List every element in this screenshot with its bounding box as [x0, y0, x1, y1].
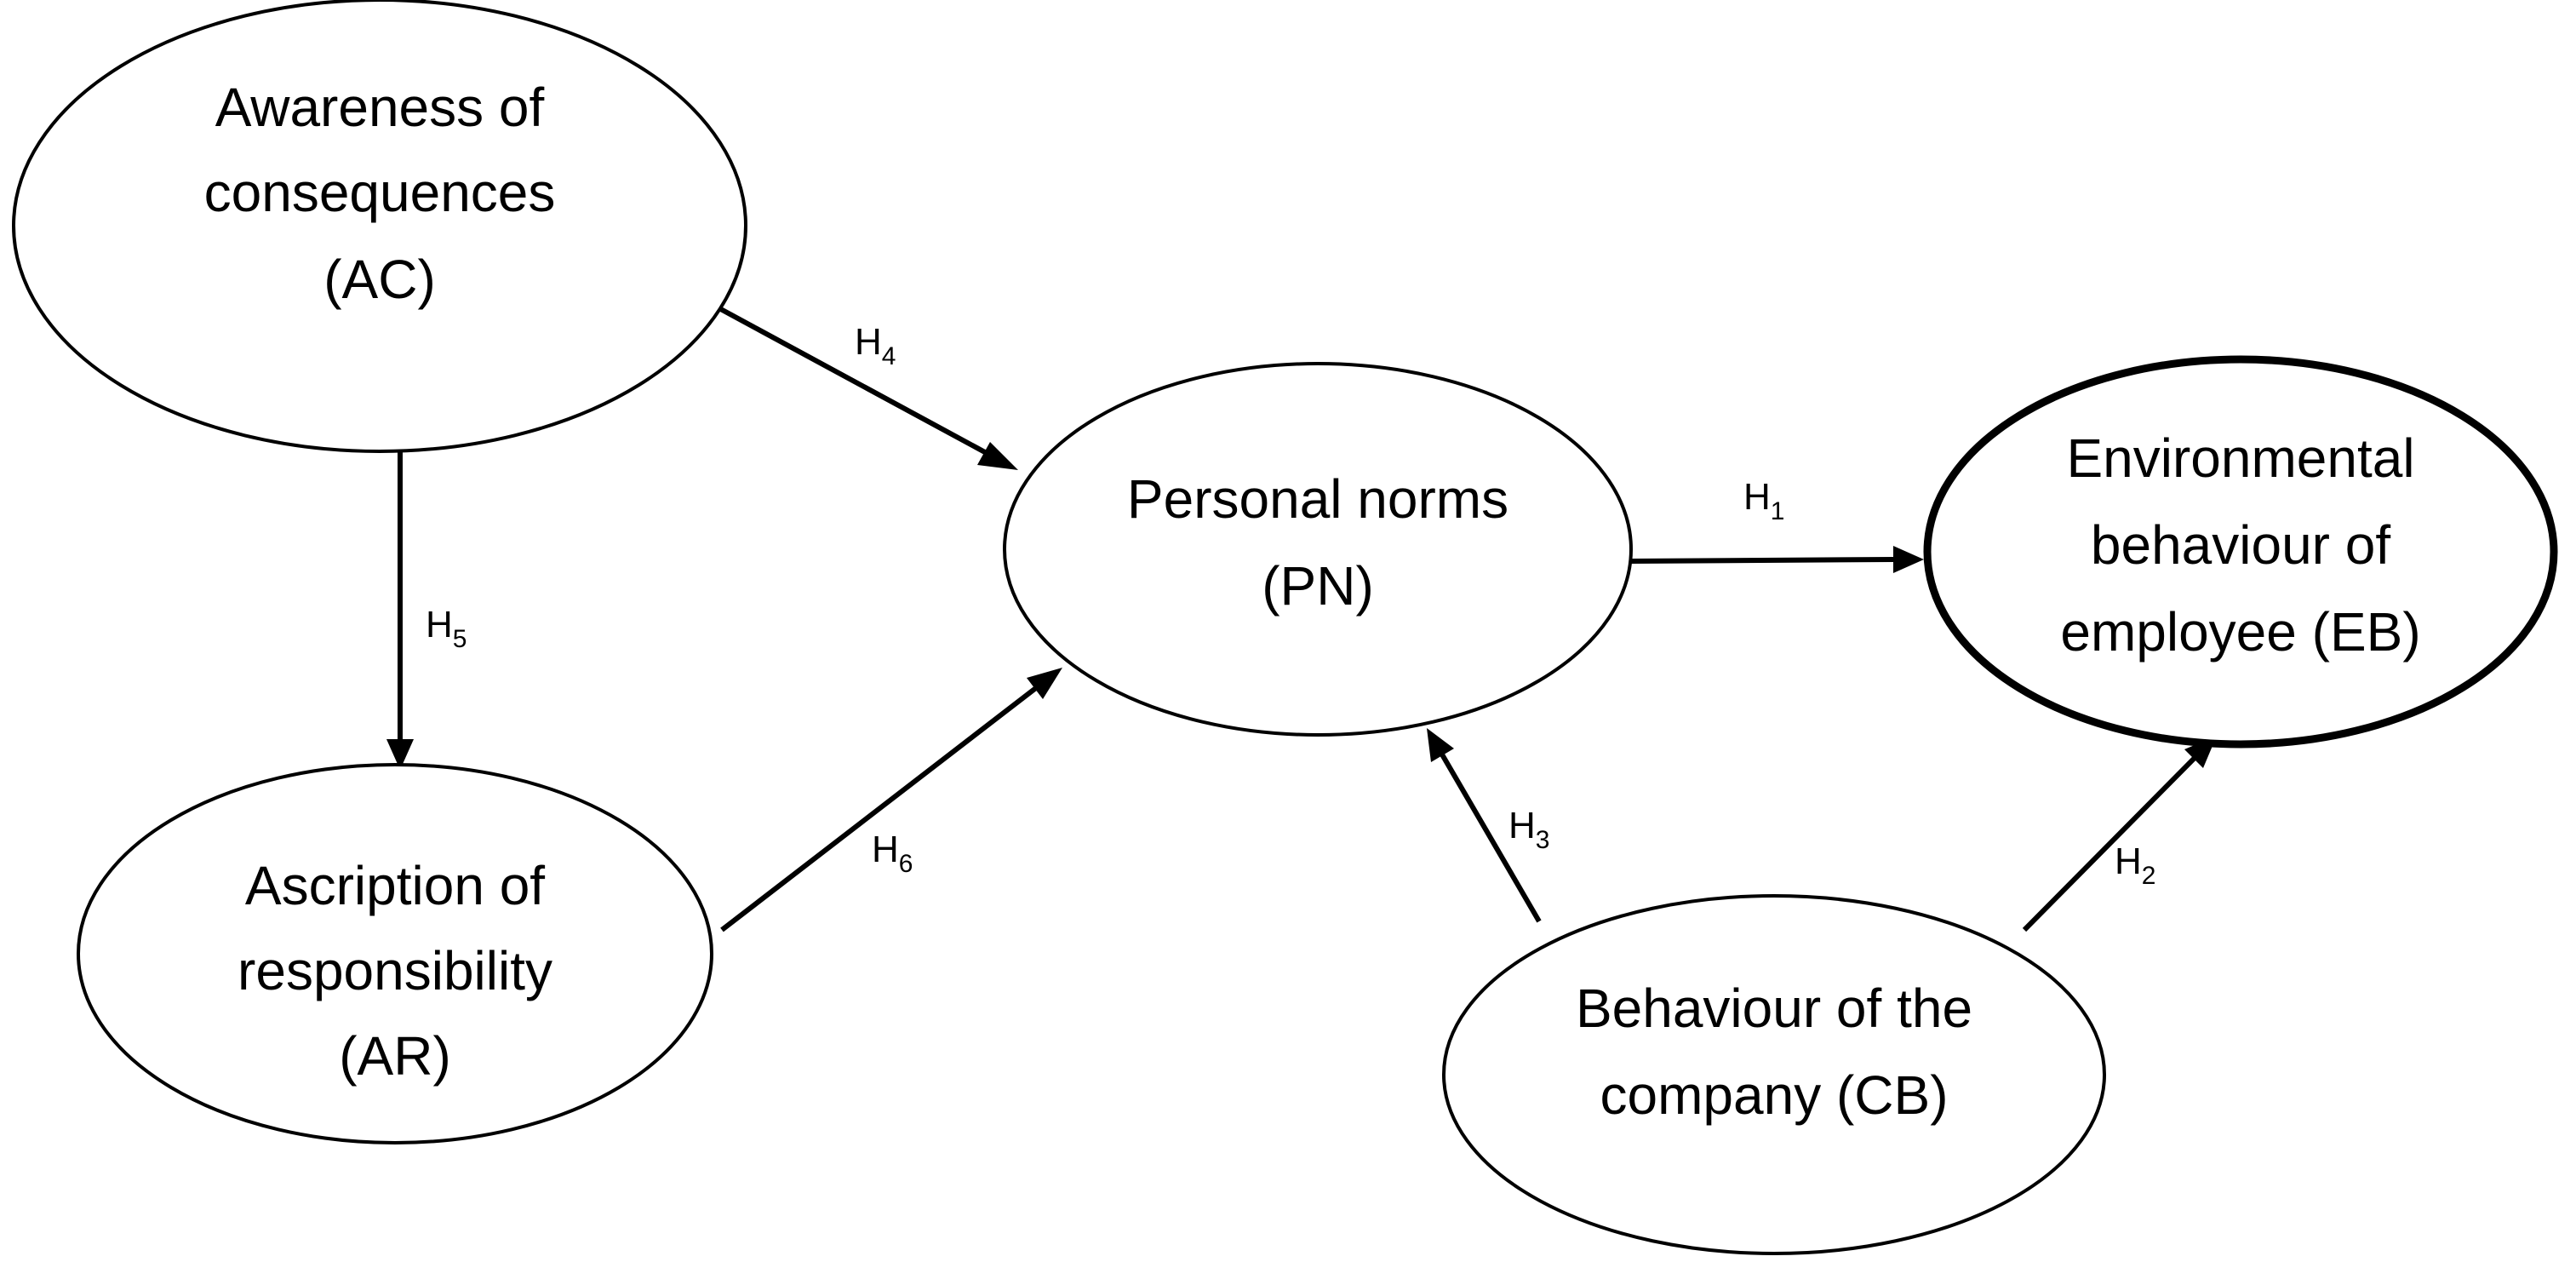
node-ar: Ascription of responsibility (AR)	[77, 763, 713, 1144]
edge-label-h2: H2	[2115, 840, 2155, 890]
node-cb-line-1: Behaviour of the	[1576, 978, 1972, 1039]
edge-pn-eb	[1629, 546, 1924, 573]
node-ac: Awareness of consequences (AC)	[12, 0, 747, 453]
edge-cb-pn	[1427, 728, 1542, 923]
edge-label-h3: H3	[1508, 805, 1549, 854]
node-ac-line-1: Awareness of	[215, 77, 545, 138]
node-ac-ellipse	[12, 0, 747, 453]
node-pn-line-2: (PN)	[1262, 555, 1374, 617]
edge-label-h5: H5	[426, 604, 467, 653]
edge-label-h6: H6	[872, 829, 913, 878]
node-cb: Behaviour of the company (CB)	[1442, 894, 2106, 1255]
edge-ac-ar	[386, 450, 414, 770]
node-ac-line-3: (AC)	[323, 249, 436, 310]
node-pn: Personal norms (PN)	[1003, 362, 1633, 737]
edge-ar-pn	[720, 668, 1062, 932]
node-cb-ellipse	[1442, 894, 2106, 1255]
node-pn-ellipse	[1003, 362, 1633, 737]
node-ar-line-2: responsibility	[238, 940, 552, 1001]
arrow-line-h2	[2022, 755, 2197, 932]
node-ac-line-2: consequences	[204, 162, 556, 223]
arrow-line-h3	[1440, 753, 1542, 923]
arrow-head-h6	[1027, 668, 1062, 699]
edge-label-h1: H1	[1743, 476, 1784, 525]
arrow-head-h4	[977, 442, 1018, 470]
edge-label-h4: H4	[855, 321, 896, 370]
edge-cb-eb	[2022, 736, 2217, 932]
node-cb-line-2: company (CB)	[1600, 1064, 1949, 1126]
arrow-head-h3	[1427, 728, 1454, 762]
edge-ac-pn	[705, 299, 1018, 470]
node-eb-ellipse	[1923, 355, 2558, 749]
arrow-head-h5	[386, 739, 414, 770]
node-ar-ellipse	[77, 763, 713, 1144]
arrow-line-h1	[1629, 557, 1894, 564]
arrow-line-h6	[720, 682, 1042, 932]
node-pn-line-1: Personal norms	[1127, 468, 1508, 530]
node-ar-line-3: (AR)	[339, 1025, 451, 1087]
node-ar-line-1: Ascription of	[245, 855, 545, 916]
arrow-line-h4	[705, 299, 996, 460]
node-eb-line-3: employee (EB)	[2060, 601, 2420, 663]
node-eb-line-1: Environmental	[2066, 427, 2414, 489]
node-eb-line-2: behaviour of	[2091, 514, 2390, 576]
node-eb: Environmental behaviour of employee (EB)	[1923, 355, 2558, 749]
arrow-head-h1	[1893, 546, 1924, 573]
